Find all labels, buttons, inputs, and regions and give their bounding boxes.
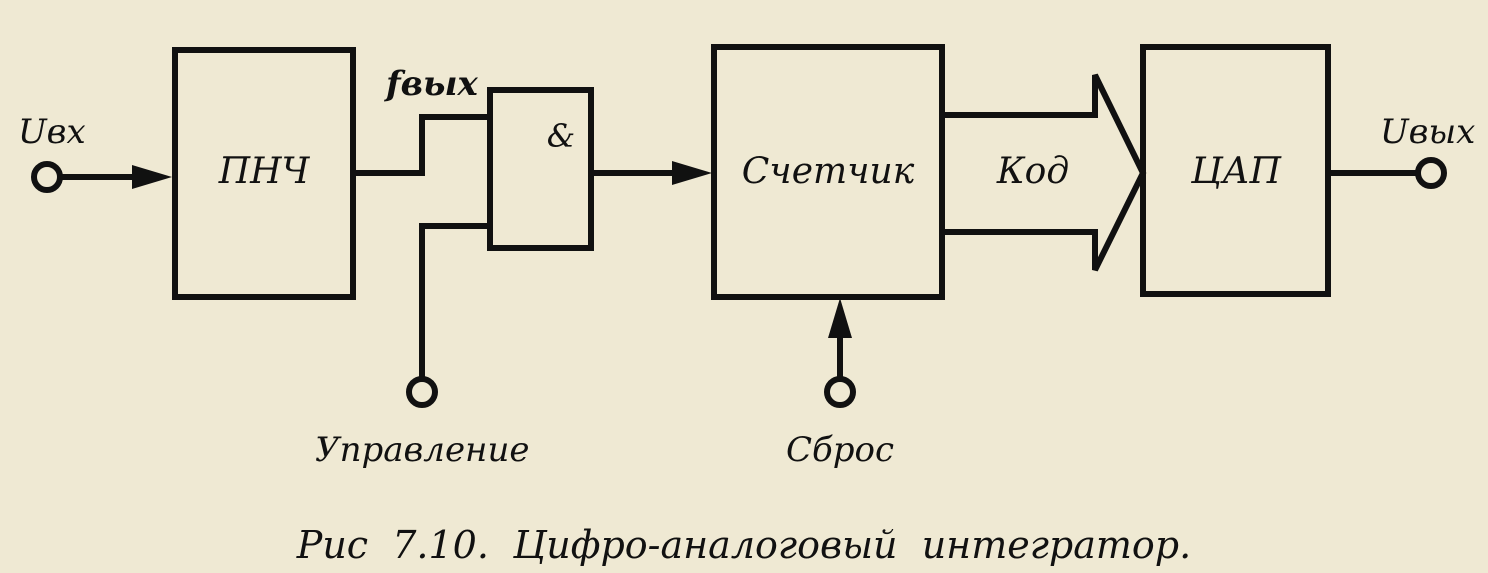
- counter-block: [711, 44, 945, 300]
- and-gate-block: [487, 87, 594, 251]
- reset-label: Сброс: [786, 430, 894, 470]
- vfc-block-label: ПНЧ: [218, 151, 311, 192]
- input-arrow-icon: [132, 165, 172, 189]
- code-label: Код: [996, 151, 1069, 192]
- and-gate-label: &: [547, 117, 575, 155]
- fout-label: fвых: [384, 64, 479, 104]
- figure-caption: Рис 7.10. Цифро-аналоговый интегратор.: [296, 523, 1191, 567]
- fout-wire: [353, 114, 490, 176]
- output-terminal: [1415, 157, 1447, 189]
- control-wire: [419, 223, 490, 379]
- input-terminal: [31, 161, 63, 193]
- reset-terminal: [824, 376, 856, 408]
- input-label: Uвх: [18, 112, 86, 152]
- control-terminal: [406, 376, 438, 408]
- counter-block-label: Счетчик: [742, 151, 915, 192]
- counter-input-arrow-icon: [672, 161, 712, 185]
- reset-arrow-icon: [828, 298, 852, 338]
- dac-block-label: ЦАП: [1190, 151, 1282, 192]
- control-label: Управление: [315, 430, 529, 470]
- output-label: Uвых: [1380, 112, 1475, 152]
